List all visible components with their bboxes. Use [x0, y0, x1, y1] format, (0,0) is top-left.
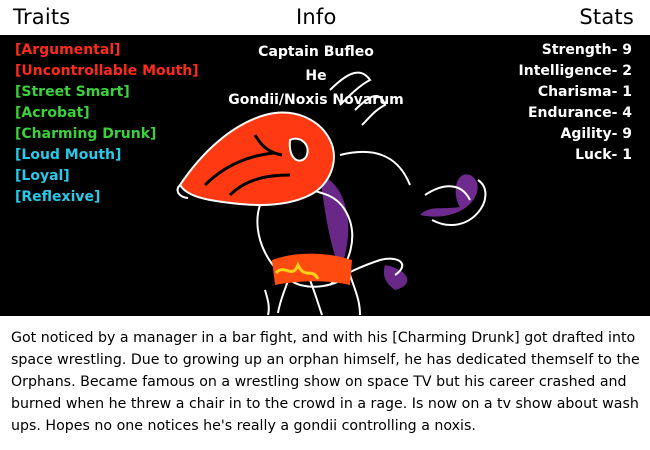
stats-heading: Stats [579, 5, 634, 29]
info-list: Captain Bufleo He Gondii/Noxis Novarum [210, 40, 422, 112]
stat-item: Endurance- 4 [527, 105, 632, 121]
info-heading: Info [296, 5, 337, 29]
traits-list: [Argumental] [Uncontrollable Mouth] [Stree… [15, 40, 199, 208]
character-species: Gondii/Noxis Novarum [228, 92, 404, 108]
trait-item: [Loyal] [15, 168, 70, 184]
stat-item: Luck- 1 [575, 147, 632, 163]
stat-item: Charisma- 1 [537, 84, 632, 100]
character-pronoun: He [305, 68, 327, 84]
trait-item: [Charming Drunk] [15, 126, 157, 142]
header-bar: Traits Info Stats [0, 0, 650, 34]
trait-item: [Acrobat] [15, 105, 90, 121]
stat-item: Agility- 9 [560, 126, 633, 142]
stat-item: Intelligence- 2 [518, 63, 632, 79]
character-description: Got noticed by a manager in a bar fight,… [11, 330, 640, 434]
trait-item: [Argumental] [15, 42, 121, 58]
character-panel: [Argumental] [Uncontrollable Mouth] [Stree… [0, 35, 650, 316]
trait-item: [Reflexive] [15, 189, 101, 205]
trait-item: [Uncontrollable Mouth] [15, 63, 199, 79]
traits-heading: Traits [13, 5, 71, 29]
stat-item: Strength- 9 [541, 42, 632, 58]
character-name: Captain Bufleo [258, 44, 374, 60]
trait-item: [Street Smart] [15, 84, 130, 100]
stats-list: Strength- 9 Intelligence- 2 Charisma- 1 End… [519, 40, 632, 166]
trait-item: [Loud Mouth] [15, 147, 122, 163]
